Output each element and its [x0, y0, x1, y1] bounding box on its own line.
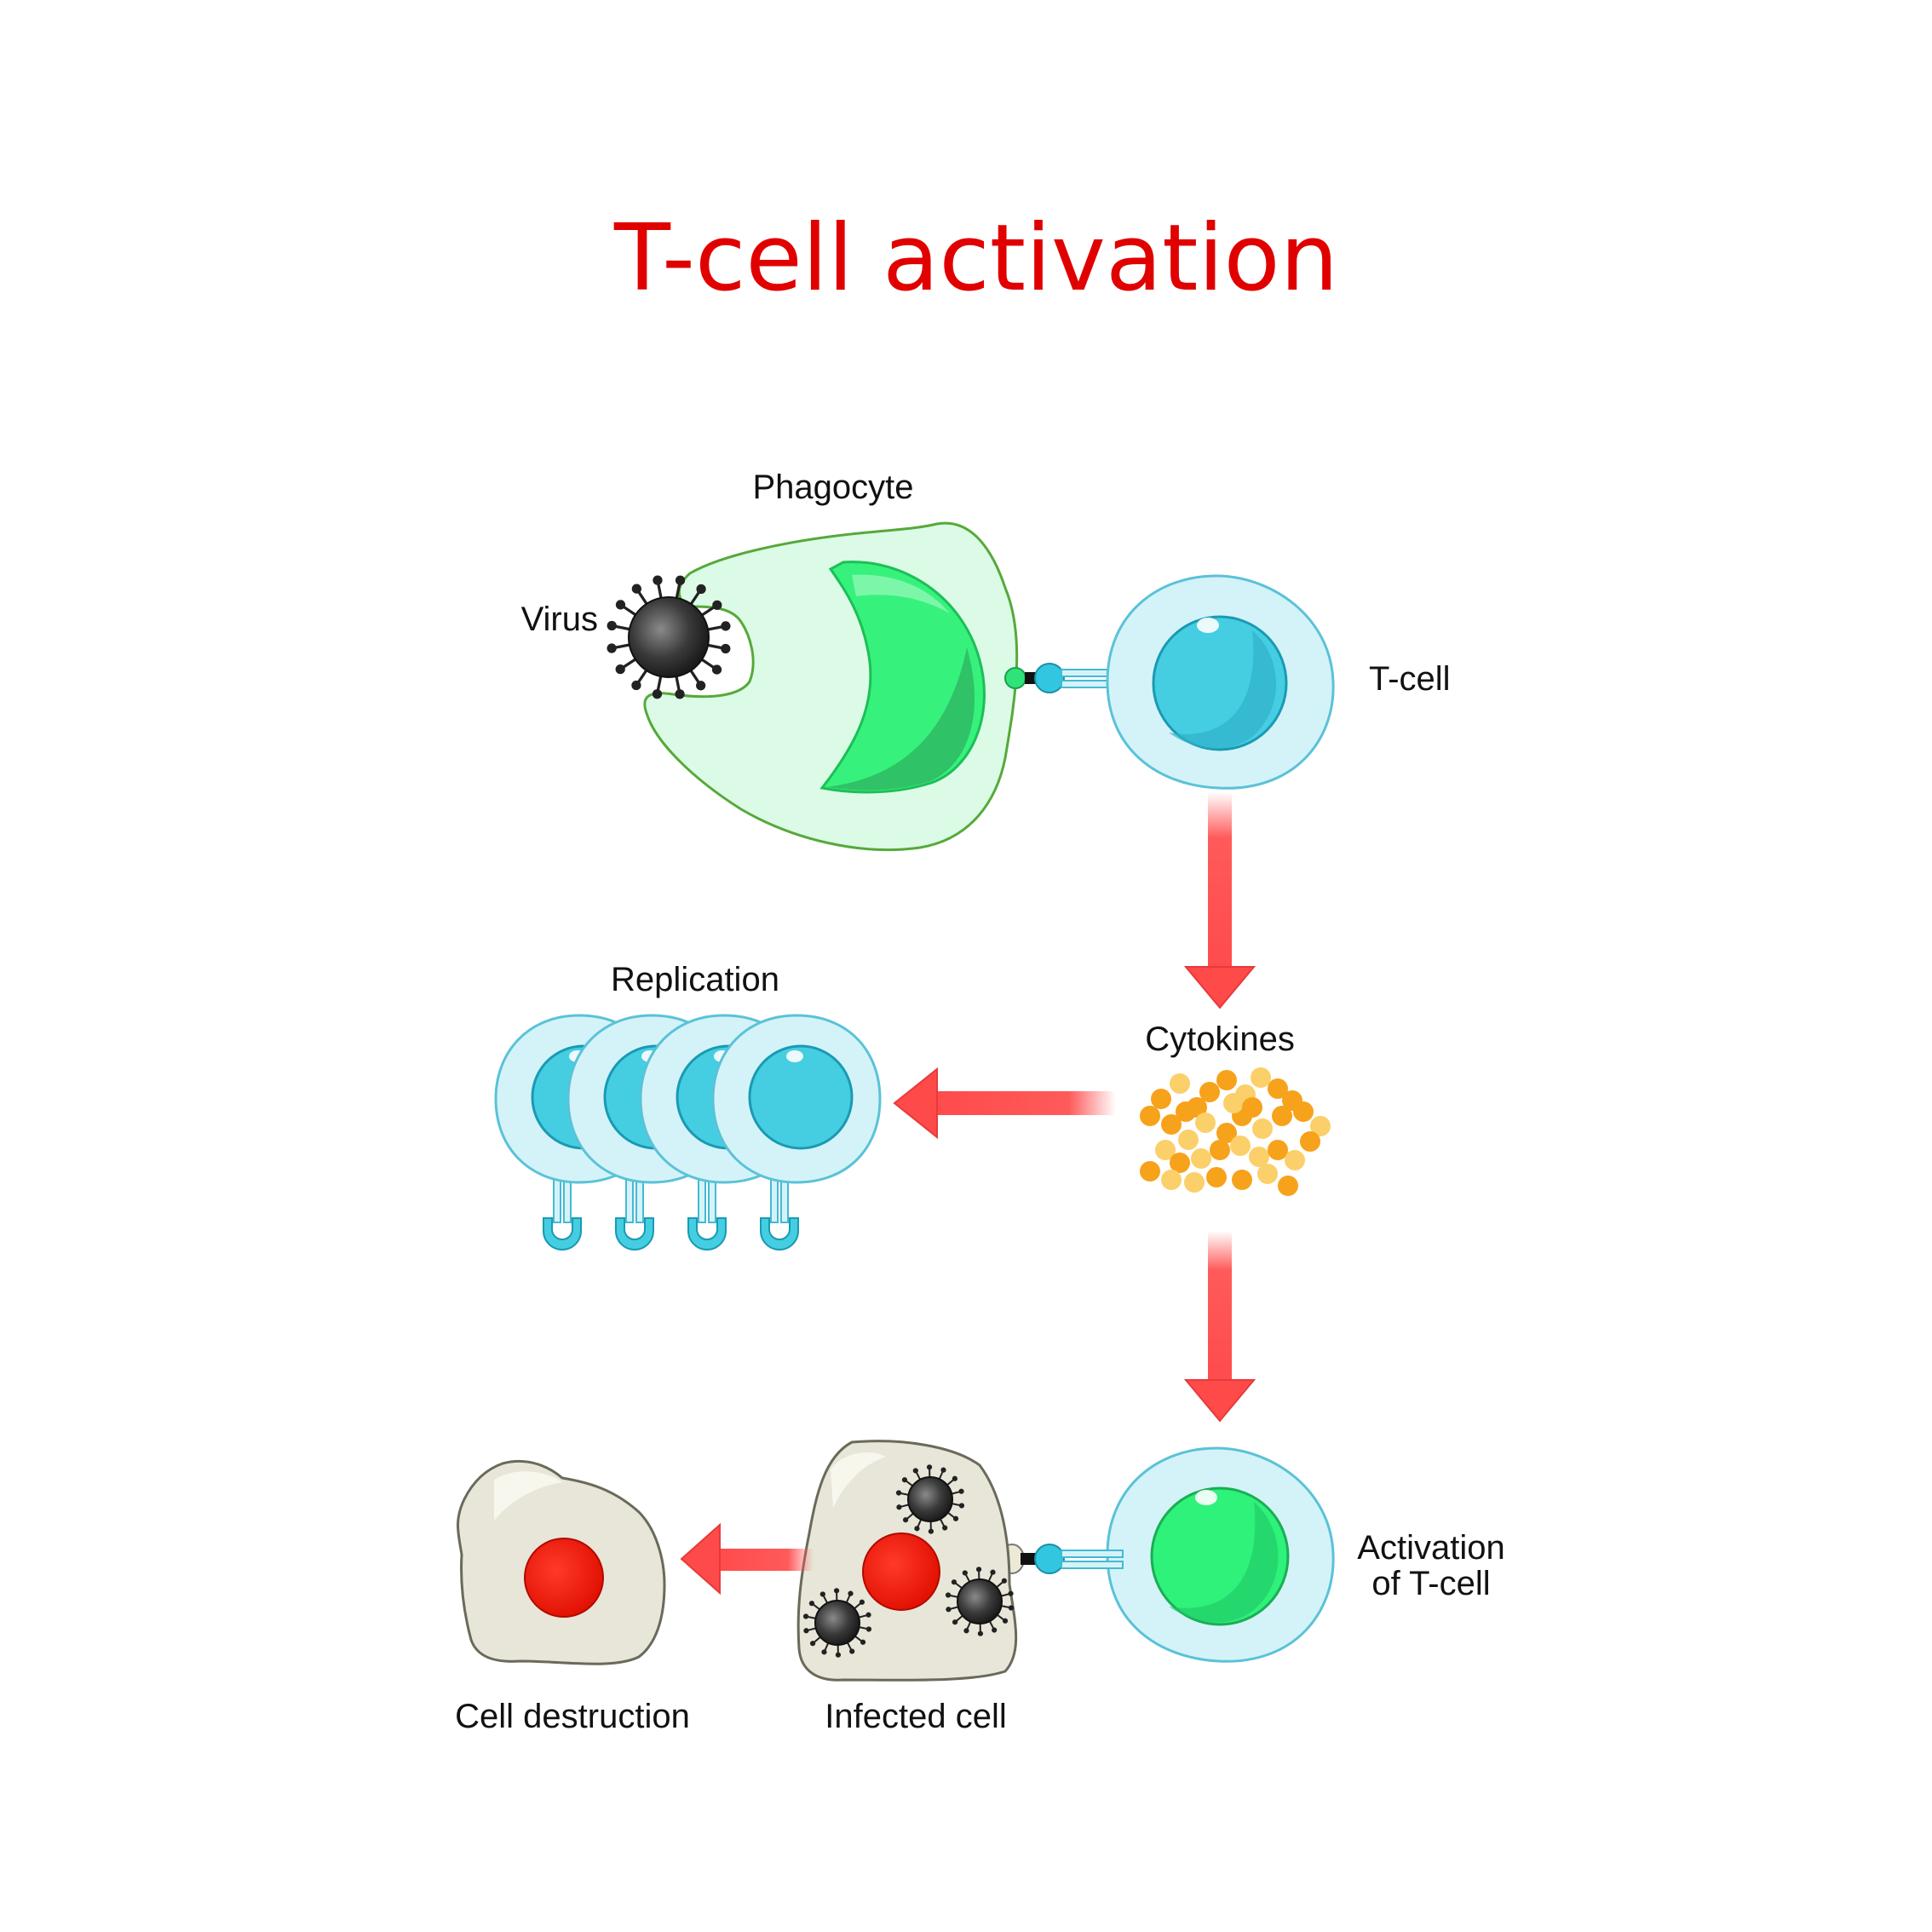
cytokine-dot	[1140, 1106, 1160, 1126]
cytokine-dot	[1151, 1089, 1171, 1109]
cytokine-dot	[1140, 1161, 1160, 1182]
label-activation-line2: of T-cell	[1371, 1565, 1490, 1602]
phagocyte-cell	[643, 521, 1019, 852]
cytokine-dot	[1278, 1176, 1298, 1196]
destroyed-cell	[456, 1459, 666, 1665]
arrow-to-activation	[1183, 1231, 1256, 1423]
cytokine-dot	[1232, 1170, 1252, 1190]
cytokine-dot	[1300, 1131, 1320, 1152]
infected-cell-nucleus	[862, 1532, 940, 1611]
receptor-connection-bottom	[999, 1544, 1124, 1574]
cytokine-dot	[1161, 1170, 1182, 1190]
cytokine-dot	[1310, 1116, 1331, 1136]
cytokine-dot	[1161, 1114, 1182, 1135]
cytokine-dot	[1155, 1140, 1176, 1160]
label-replication: Replication	[611, 961, 779, 998]
cytokine-dot	[1216, 1070, 1237, 1090]
virus-icon	[895, 1464, 965, 1534]
activated-t-cell	[1106, 1446, 1335, 1663]
cytokine-dot	[1257, 1164, 1278, 1184]
cytokine-dot	[1230, 1136, 1251, 1156]
replication-cells	[494, 1014, 882, 1251]
cytokine-dot	[1195, 1113, 1216, 1133]
arrow-to-cytokines	[1183, 792, 1256, 1009]
label-activation-line1: Activation	[1357, 1529, 1504, 1567]
cytokine-dot	[1223, 1093, 1244, 1113]
cytokine-dot	[1216, 1123, 1237, 1143]
cytokine-dot	[1242, 1097, 1262, 1118]
label-virus: Virus	[521, 601, 598, 638]
cytokine-dot	[1210, 1140, 1230, 1160]
virus-icon	[945, 1567, 1015, 1636]
replicated-t-cell	[711, 1014, 882, 1251]
arrow-to-replication	[893, 1067, 1116, 1140]
virus-icon	[607, 575, 731, 699]
cytokines-cluster	[1140, 1067, 1331, 1196]
cytokine-dot	[1272, 1106, 1292, 1126]
infected-cell-viruses	[802, 1464, 1015, 1658]
destroyed-cell-nucleus	[524, 1538, 604, 1618]
cytokine-dot	[1268, 1140, 1288, 1160]
arrow-to-destruction	[680, 1522, 814, 1596]
cytokine-dot	[1285, 1150, 1305, 1170]
cytokine-dot	[1251, 1067, 1271, 1088]
label-infected-cell: Infected cell	[825, 1698, 1006, 1735]
cytokine-dot	[1249, 1147, 1269, 1167]
cytokine-dot	[1178, 1130, 1199, 1150]
label-phagocyte: Phagocyte	[752, 469, 913, 506]
cytokine-dot	[1184, 1172, 1205, 1193]
cytokine-dot	[1268, 1078, 1288, 1099]
cytokine-dot	[1206, 1167, 1227, 1187]
cytokine-dot	[1293, 1101, 1314, 1122]
virus-icon	[802, 1588, 872, 1658]
cytokine-dot	[1170, 1153, 1190, 1173]
label-cytokines: Cytokines	[1145, 1021, 1295, 1058]
cytokine-dot	[1199, 1082, 1220, 1102]
cytokine-dot	[1170, 1073, 1190, 1094]
cytokine-dot	[1252, 1118, 1273, 1139]
receptor-connection-top	[1004, 663, 1124, 693]
cytokine-dot	[1191, 1148, 1211, 1169]
t-cell	[1106, 574, 1335, 790]
cytokine-dot	[1176, 1101, 1196, 1122]
label-cell-destruction: Cell destruction	[455, 1698, 690, 1735]
label-t-cell: T-cell	[1369, 660, 1451, 698]
page-title: T-cell activation	[613, 205, 1338, 312]
virus-particle	[607, 575, 731, 699]
